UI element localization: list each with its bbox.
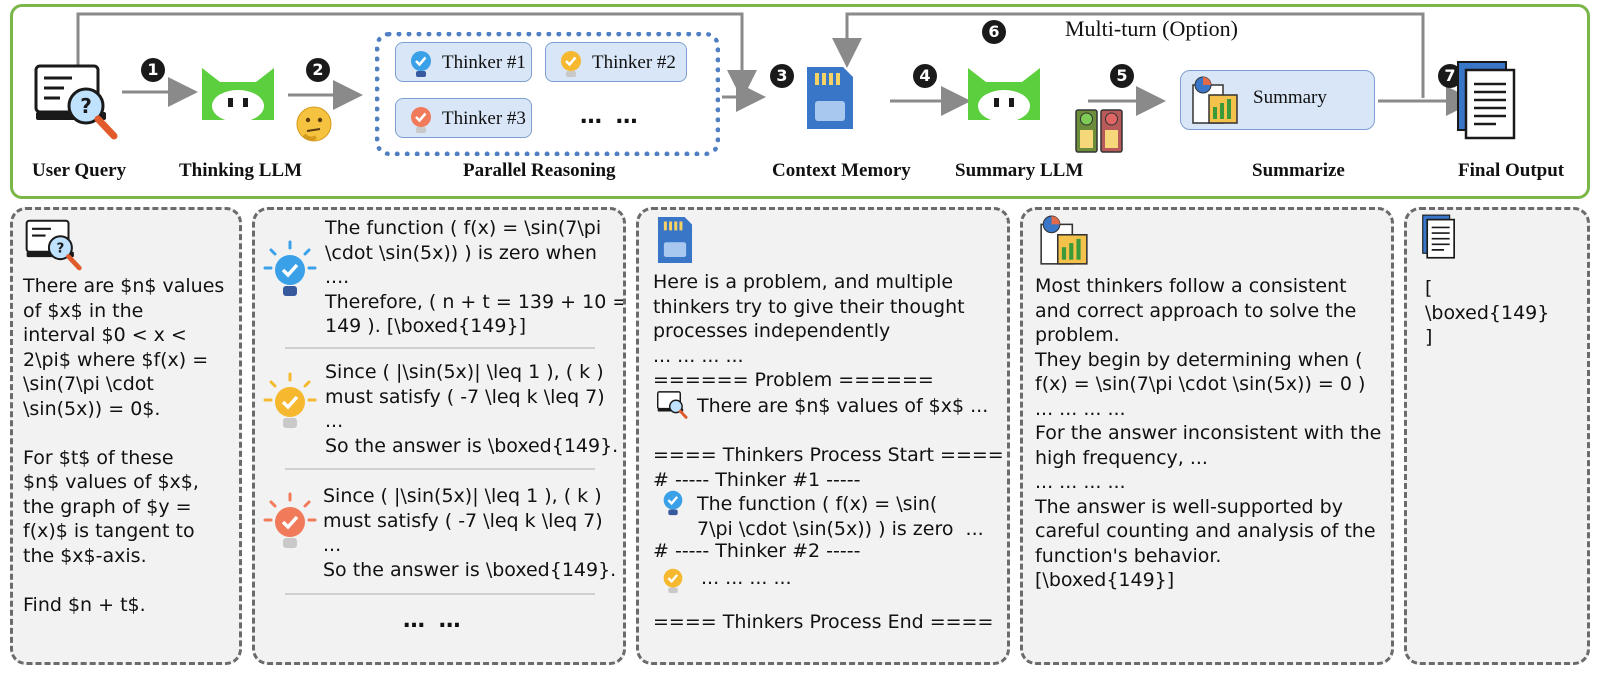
- step-badge-2: 2: [306, 58, 330, 82]
- thinker-label-2: Thinker #2: [592, 52, 676, 73]
- thinking-face-icon: [296, 106, 332, 142]
- summary-chart-icon: [1040, 215, 1088, 265]
- step-badge-3: 3: [770, 64, 794, 88]
- llm-mascot-icon: [202, 68, 274, 122]
- final-panel: [ \boxed{149} ]: [1404, 207, 1590, 665]
- document-stack-icon: [1422, 214, 1455, 259]
- step-badge-5: 5: [1110, 64, 1134, 88]
- more-thinkers-dots: … …: [580, 104, 641, 129]
- lightbulb-check-icon: [263, 372, 317, 428]
- thinker-chip-1: Thinker #1: [395, 42, 532, 82]
- lightbulb-check-icon: [663, 568, 683, 594]
- summary-chip: Summary: [1180, 70, 1375, 130]
- pipeline-frame: [10, 4, 1590, 199]
- summary-panel: Most thinkers follow a consistent and co…: [1020, 207, 1394, 665]
- thinker-block-2: Since ( |\sin(5x)| \leq 1 ), ( k ) must …: [325, 361, 619, 457]
- stage-label-context-memory: Context Memory: [772, 160, 911, 181]
- parallel-reasoning-box: [375, 32, 720, 156]
- context-thinker2-header: # ----- Thinker #2 -----: [653, 540, 861, 562]
- thinker-divider: [285, 468, 595, 470]
- lightbulb-check-icon: [411, 51, 431, 77]
- multi-turn-label: Multi-turn (Option): [1065, 16, 1238, 41]
- thinker-label-1: Thinker #1: [442, 52, 526, 73]
- lightbulb-check-icon: [663, 490, 683, 516]
- stage-label-final-output: Final Output: [1458, 160, 1565, 181]
- stage-label-summarize: Summarize: [1252, 160, 1345, 181]
- final-output-text: [ \boxed{149} ]: [1425, 277, 1550, 348]
- query-text: There are $n$ values of $x$ in the inter…: [23, 275, 225, 616]
- thinker-label-3: Thinker #3: [442, 108, 526, 129]
- lightbulb-check-icon: [263, 240, 317, 296]
- step-badge-6: 6: [982, 20, 1006, 44]
- thinker-divider: [285, 593, 595, 595]
- summary-label: Summary: [1253, 87, 1327, 108]
- lightbulb-check-icon: [263, 492, 317, 548]
- summary-chart-icon: [1192, 76, 1238, 124]
- svg-text:?: ?: [56, 240, 64, 256]
- thinker-block-3: Since ( |\sin(5x)| \leq 1 ), ( k ) must …: [323, 485, 617, 581]
- step-badge-1: 1: [141, 58, 165, 82]
- lightbulb-check-icon: [561, 51, 581, 77]
- thinkers-panel: The function ( f(x) = \sin(7\pi \cdot \s…: [252, 207, 626, 665]
- question-monitor-icon: ?: [25, 219, 82, 271]
- question-monitor-icon: [657, 391, 688, 419]
- query-panel: ? There are $n$ values of $x$ in the int…: [10, 207, 242, 665]
- stage-label-parallel-reasoning: Parallel Reasoning: [463, 160, 616, 181]
- llm-mascot-icon: [968, 68, 1040, 122]
- flow-arrows: [76, 12, 1476, 116]
- context-intro: Here is a problem, and multiple thinkers…: [653, 271, 965, 391]
- context-panel: Here is a problem, and multiple thinkers…: [636, 207, 1010, 665]
- context-process-start: ==== Thinkers Process Start ==== # -----…: [653, 444, 1004, 491]
- context-thinker1-line: The function ( f(x) = \sin( 7\pi \cdot \…: [697, 493, 984, 540]
- svg-text:?: ?: [80, 94, 92, 118]
- context-problem-line: There are $n$ values of $x$ ...: [697, 395, 989, 417]
- check-cross-cards-icon: [1075, 109, 1123, 153]
- thinker-divider: [285, 347, 595, 349]
- question-monitor-icon: ?: [34, 64, 118, 140]
- sd-card-icon: [657, 217, 693, 263]
- more-thinkers-dots: … …: [403, 608, 464, 633]
- sd-card-icon: [807, 67, 853, 129]
- step-badge-4: 4: [913, 64, 937, 88]
- thinker-block-1: The function ( f(x) = \sin(7\pi \cdot \s…: [325, 217, 623, 337]
- lightbulb-check-icon: [411, 107, 431, 133]
- stage-label-user-query: User Query: [32, 160, 127, 181]
- thinker-chip-3: Thinker #3: [395, 98, 532, 138]
- context-process-end: ==== Thinkers Process End ====: [653, 611, 994, 633]
- thinker-chip-2: Thinker #2: [545, 42, 687, 82]
- summary-text: Most thinkers follow a consistent and co…: [1035, 275, 1382, 591]
- document-stack-icon: [1457, 61, 1516, 140]
- context-thinker2-line: ... ... ... ...: [701, 567, 792, 589]
- stage-label-summary-llm: Summary LLM: [955, 160, 1084, 181]
- stage-label-thinking-llm: Thinking LLM: [179, 160, 303, 181]
